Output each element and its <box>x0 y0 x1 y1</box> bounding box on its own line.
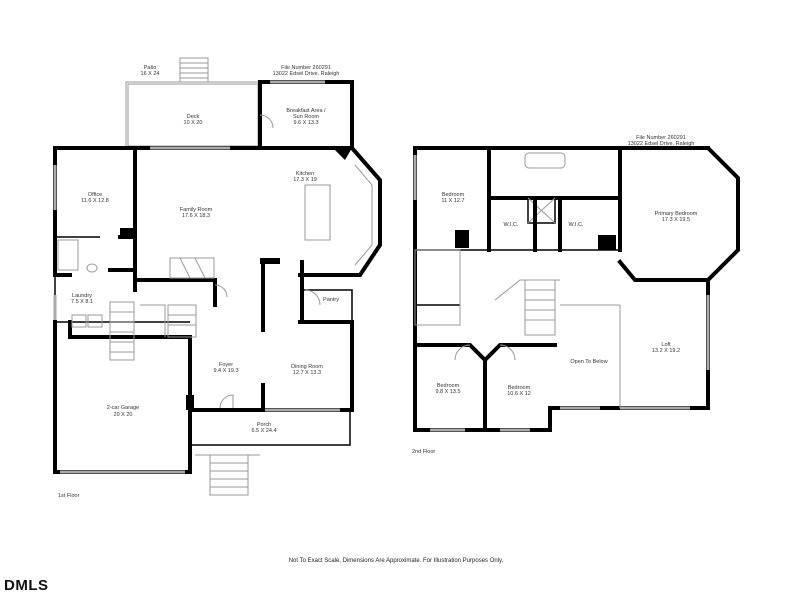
room-name: Primary Bedroom <box>655 211 698 217</box>
room-dims: 9.4 X 19.3 <box>213 368 238 374</box>
first-floor-plan <box>53 57 382 496</box>
room-dims: 17.3 X 19 <box>293 177 317 183</box>
room-name-2: Sun Room <box>293 114 319 120</box>
room-dims: 10.6 X 12 <box>507 391 531 397</box>
room-name: Office <box>88 192 102 198</box>
file-number: File Number 260291 <box>281 65 331 71</box>
floor-caption: 2nd Floor <box>412 449 435 455</box>
room-dims: 13.2 X 19.2 <box>652 348 680 354</box>
room-dims: 17.3 X 19.5 <box>662 217 690 223</box>
room-dims: 6.5 X 24.4 <box>251 428 276 434</box>
room-dims: 17.6 X 18.3 <box>182 213 210 219</box>
room-name: Dining Room <box>291 364 323 370</box>
room-dims: 11 X 12.7 <box>441 198 464 204</box>
floor-caption: 1st Floor <box>58 493 80 499</box>
room-name: Loft <box>661 342 671 348</box>
address: 13022 Edsel Drive, Raleigh <box>273 71 340 77</box>
room-labels-second-floor: File Number 260291 13022 Edsel Drive, Ra… <box>412 135 698 455</box>
room-dims: 12.7 X 13.3 <box>293 370 321 376</box>
room-name: Bedroom <box>508 385 531 391</box>
room-name: 2-car Garage <box>107 405 139 411</box>
room-name: Open To Below <box>570 359 607 365</box>
room-name: Kitchen <box>296 171 314 177</box>
room-dims: 11.6 X 12.8 <box>81 198 109 204</box>
room-name: Porch <box>257 422 271 428</box>
room-dims: 10 X 20 <box>184 120 203 126</box>
file-number: File Number 260291 <box>636 135 686 141</box>
room-dims: 16 X 24 <box>141 71 160 77</box>
dmls-logo: DMLS <box>4 577 49 594</box>
address: 13022 Edsel Drive, Raleigh <box>628 141 695 147</box>
room-name: Family Room <box>180 207 213 213</box>
disclaimer: Not To Exact Scale, Dimensions Are Appro… <box>289 558 504 564</box>
room-dims: 9.6 X 13.3 <box>293 120 318 126</box>
room-dims: 20 X 20 <box>114 412 133 418</box>
room-name: Bedroom <box>437 383 460 389</box>
room-name: Breakfast Area / <box>286 108 326 114</box>
room-name: Foyer <box>219 362 233 368</box>
room-name: Bedroom <box>442 192 465 198</box>
room-dims: 9.8 X 13.5 <box>435 389 460 395</box>
room-name: Pantry <box>323 297 339 303</box>
room-name: W.I.C. <box>569 222 584 228</box>
kitchen-island <box>304 184 331 241</box>
room-name: W.I.C. <box>504 222 519 228</box>
room-name: Laundry <box>72 293 92 299</box>
room-name: Deck <box>187 114 200 120</box>
second-floor-plan <box>413 146 740 432</box>
room-name: Patio <box>144 65 157 71</box>
room-dims: 7.5 X 8.1 <box>71 299 93 305</box>
patio-stairs <box>179 57 209 83</box>
room-labels-first-floor: Patio 16 X 24 File Number 260291 13022 E… <box>58 65 339 499</box>
garage-stairs <box>109 301 135 361</box>
porch-stairs <box>209 454 249 496</box>
